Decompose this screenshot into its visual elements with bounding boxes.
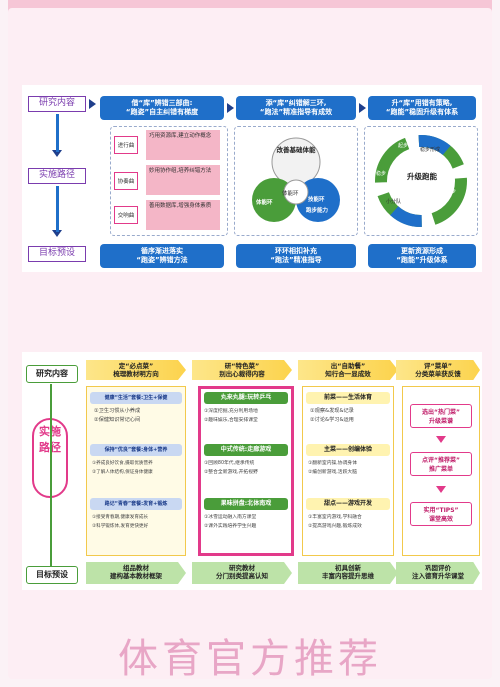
- col4-item2: 点评“推荐菜”推广菜单: [410, 452, 472, 476]
- upgrade-column: [364, 126, 478, 236]
- col2-item1-title: 丸来丸腿:玩转乒乓: [204, 392, 288, 404]
- bottom-goal-4: 巩固评价注入德育升华课堂: [396, 562, 480, 584]
- col1-item2-title: 保持“优良”套餐:身体+营养: [90, 444, 182, 456]
- col1-frame: [86, 386, 186, 556]
- col1-item2-a: ①养成良好饮食,摄取优质营养: [92, 461, 153, 466]
- bottom-goal-2: 研究教材分门别类提高认知: [192, 562, 292, 584]
- col1-item3-b: ②科学锻炼体,发育更快更好: [92, 524, 149, 529]
- top-header-2: 添“库”纠错解三环,“跑法”精准指导有成效: [236, 96, 356, 120]
- col2-frame: [198, 386, 294, 556]
- col3-item2-b: ②编创新游戏,活跃大脑: [308, 470, 357, 475]
- upgrade-label-5: 小分队: [386, 199, 402, 205]
- upgrade-label-2: 稳步: [376, 171, 387, 177]
- col2-item3-title: 果味拼盘:北体南戏: [204, 498, 288, 510]
- footer-title: 体育官方推荐: [118, 636, 382, 682]
- col4-arrow-1: [436, 436, 446, 443]
- step-2: 协奏曲: [114, 172, 138, 190]
- top-header-1: 借“库”辨错三部曲:“跑姿”自主纠错有梯度: [100, 96, 224, 120]
- col1-item1-title: 健康“生活”套餐:卫生+保健: [90, 392, 182, 404]
- cycle-label-right: 技能环: [308, 197, 325, 203]
- step-1: 进行曲: [114, 136, 138, 154]
- top-bottom-2: 环环相扣补充“跑法”精准指导: [236, 244, 356, 268]
- col1-item1-b: ②保健知识常记心间: [94, 417, 141, 423]
- col3-item1-a: ①观察&发现&记录: [310, 408, 354, 414]
- col1-item1-a: ①卫生习惯从小养成: [94, 408, 141, 414]
- cycle-label-top: 改善基础体能: [276, 146, 316, 154]
- col1-item2-b: ②了解人体结构,保证身体健康: [92, 470, 153, 475]
- arrow-right-t3: [359, 103, 366, 113]
- arrow-line-2: [56, 186, 59, 232]
- arrow-line-1: [56, 114, 59, 152]
- col2-item2-a: ①回顾80年代,继承传统: [204, 461, 255, 466]
- top-header-3: 升“库”用错有策略,“跑能”稳固升级有体系: [368, 96, 476, 120]
- col3-item3-title: 甜点——游戏开发: [306, 498, 390, 510]
- col4-arrow-2: [436, 486, 446, 493]
- upgrade-label-1: 起步: [398, 143, 409, 149]
- col3-item3-b: ②提高游戏兴趣,锻炼成效: [308, 524, 362, 529]
- step-text-3: 善用数据库,增强身体素质: [146, 200, 220, 230]
- col2-item1-a: ①深度挖掘,充分利用场地: [204, 409, 258, 414]
- bottom-header-4: 评“菜单”分类菜单获反馈: [396, 360, 480, 380]
- step-column: [110, 126, 228, 236]
- col2-item3-b: ②课外实践培养学生兴趣: [204, 524, 257, 529]
- arrow-down-2: [52, 230, 62, 237]
- bottom-goal-3: 初具创新丰富内容提升思维: [298, 562, 398, 584]
- upgrade-label-3: 快步: [450, 169, 461, 175]
- bottom-header-3: 出“自助餐”知行合一显成效: [298, 360, 398, 380]
- cycle-diagram: [252, 137, 340, 222]
- step-text-1: 巧用资源库,建立动作概念: [146, 130, 220, 160]
- bottom-goal-1: 组品教材建构基本教材框架: [86, 562, 186, 584]
- top-bottom-3: 更新资源形成“跑能”升级体系: [368, 244, 476, 268]
- step-3: 交响曲: [114, 206, 138, 224]
- col1-item3-a: ①接受青春期,健康发育成长: [92, 515, 149, 520]
- col3-item1-b: ②讨论&学习&运用: [310, 417, 354, 423]
- upgrade-cycle: [375, 135, 467, 227]
- upgrade-center: 升级跑能: [407, 172, 437, 181]
- col4-item1: 选出“热门菜”升级菜谱: [410, 404, 472, 428]
- cycle-label-ability: 跑步能力: [306, 208, 329, 214]
- col4-frame: [402, 386, 480, 556]
- col3-item2-title: 主菜——创编体验: [306, 444, 390, 456]
- col2-item3-a: ①冰雪运动融入南方课堂: [204, 515, 257, 520]
- col2-item1-b: ②趣味娱乐,合理安排课堂: [204, 418, 258, 423]
- top-label-research: 研究内容: [28, 96, 86, 112]
- bottom-label-goal: 目标预设: [26, 566, 78, 584]
- bottom-vertical-line: [50, 384, 52, 566]
- cycle-center: 体能环: [282, 191, 299, 197]
- cycle-column: [234, 126, 358, 236]
- top-label-goal: 目标预设: [28, 246, 86, 262]
- step-text-2: 妙用协作组,培养纠错方法: [146, 165, 220, 195]
- upgrade-label-4: 跑步: [446, 189, 457, 195]
- col3-item2-a: ①翻新室内操,协调身体: [308, 461, 357, 466]
- cycle-label-left: 体能环: [256, 200, 273, 206]
- col2-item2-b: ②整合全新游戏,开拓视野: [204, 470, 258, 475]
- arrow-down-1: [52, 150, 62, 157]
- bottom-label-research: 研究内容: [26, 365, 78, 383]
- col3-item3-a: ①丰富室内游戏,学科融合: [308, 515, 362, 520]
- col4-item3: 实用“TIPS”课堂高效: [410, 502, 472, 526]
- top-label-path: 实施路径: [28, 168, 86, 184]
- bottom-header-1: 定“必点菜”梳理教材明方向: [86, 360, 186, 380]
- col3-item1-title: 前菜——生活体育: [306, 392, 390, 404]
- col3-frame: [302, 386, 394, 556]
- col2-item2-title: 中式传统:走廊游戏: [204, 444, 288, 456]
- top-bottom-1: 循序渐进落实“跑姿”辨错方法: [100, 244, 224, 268]
- arrow-right-t2: [227, 103, 234, 113]
- upgrade-label-6: 稳步形成: [420, 147, 441, 153]
- arrow-right-t1: [89, 99, 96, 109]
- col1-item3-title: 路记“青春”套餐:发育+锻炼: [90, 498, 182, 510]
- bottom-header-2: 研“特色菜”别出心裁得内容: [192, 360, 292, 380]
